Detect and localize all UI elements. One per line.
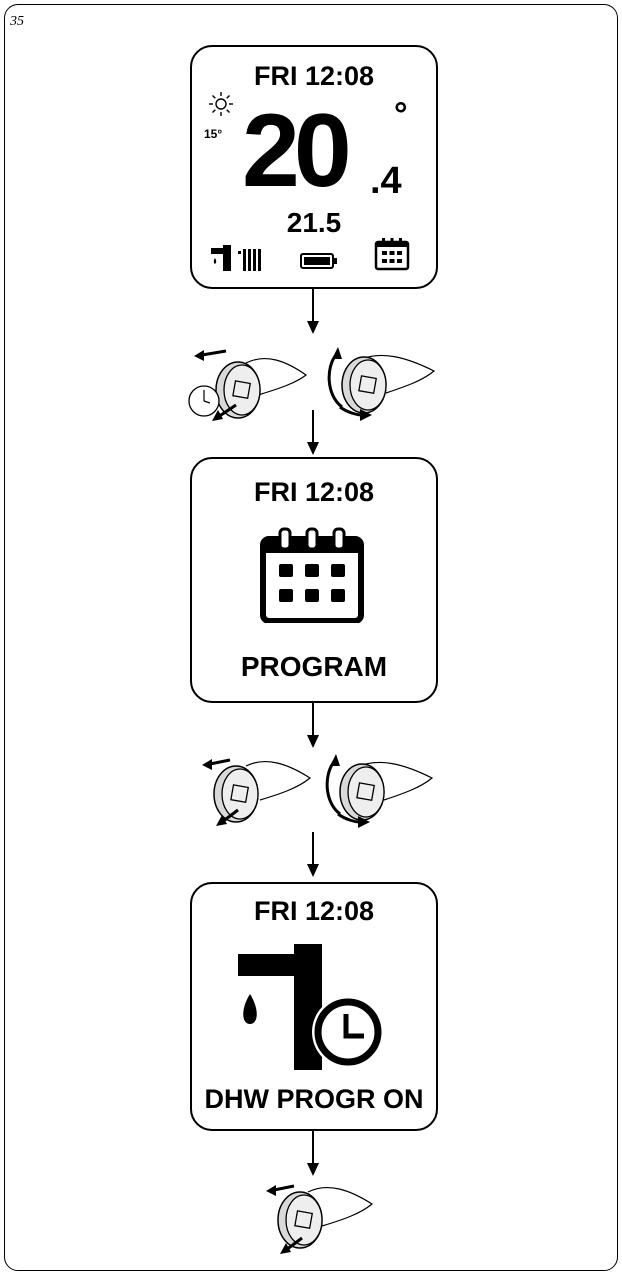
menu-label: PROGRAM [192,651,436,683]
knob-rotate-icon [322,345,442,425]
tap-clock-icon [236,944,396,1070]
thermostat-home-screen: FRI 12:08 15° 20 .4 ° 21.5 [190,45,438,289]
tap-icon [210,245,234,271]
figure-number: 35 [10,14,24,30]
screen-time: FRI 12:08 [192,61,436,92]
room-temperature-integer: 20 [242,99,346,203]
screen-time: FRI 12:08 [192,896,436,927]
set-temperature: 21.5 [192,207,436,239]
knob-press-icon [258,1176,378,1262]
battery-icon [300,253,338,269]
dhw-program-screen: FRI 12:08 DHW PROGR ON [190,882,438,1131]
degree-symbol: ° [394,97,408,133]
knob-rotate-icon [320,752,440,832]
calendar-icon [374,237,410,271]
down-arrow-icon [306,289,320,335]
down-arrow-icon [306,410,320,456]
screen-time: FRI 12:08 [192,477,436,508]
calendar-icon [260,527,364,623]
down-arrow-icon [306,832,320,878]
program-menu-screen: FRI 12:08 PROGRAM [190,457,438,703]
down-arrow-icon [306,1131,320,1177]
outside-temperature: 15° [204,127,222,141]
knob-press-icon [196,752,316,832]
knob-press-icon [186,345,316,425]
down-arrow-icon [306,703,320,749]
radiator-icon [238,249,262,271]
menu-label: DHW PROGR ON [192,1084,436,1115]
room-temperature-decimal: .4 [370,161,402,201]
sun-icon [208,91,234,117]
